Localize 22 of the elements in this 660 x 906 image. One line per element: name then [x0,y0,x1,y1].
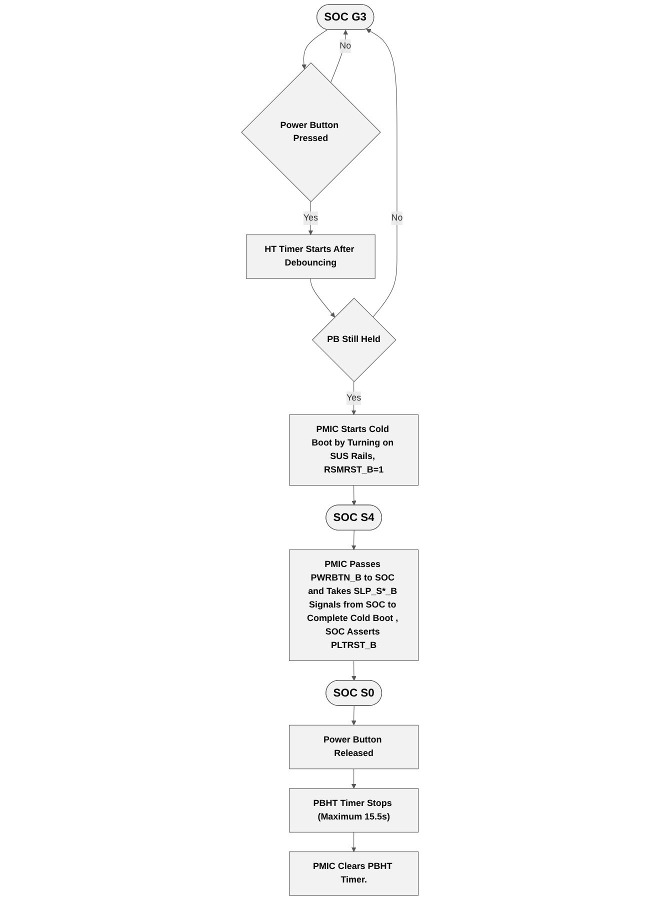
arrow [302,29,328,70]
arrow [352,768,356,789]
edge-label: Yes [346,393,362,403]
node-box: PBHT Timer Stops (Maximum 15.5s) [289,788,419,832]
edge-label: No [391,213,403,223]
arrow [352,530,356,550]
node-box: HT Timer Starts After Debouncing [246,234,376,279]
arrow [352,832,356,852]
node-diamond: Power Button Pressed [241,62,381,202]
edge-label: No [340,41,352,51]
arrow [330,30,348,84]
arrow [310,278,336,318]
edge-label: Yes [303,213,318,223]
node-box: Power Button Released [289,724,419,770]
arrow [366,28,398,318]
node-box: PMIC Clears PBHT Timer. [289,852,419,896]
arrow [352,706,356,726]
node-diamond: PB Still Held [312,298,396,382]
node-box: PMIC Passes PWRBTN_B to SOC and Takes SLP_S*_B Signals from SOC to Complete Cold Boot , SOC Asserts PLTRST_B [289,550,419,661]
arrow [352,660,357,681]
arrow [352,485,357,506]
node-box: PMIC Starts Cold Boot by Turning on SUS Rails, RSMRST_B=1 [289,414,419,486]
